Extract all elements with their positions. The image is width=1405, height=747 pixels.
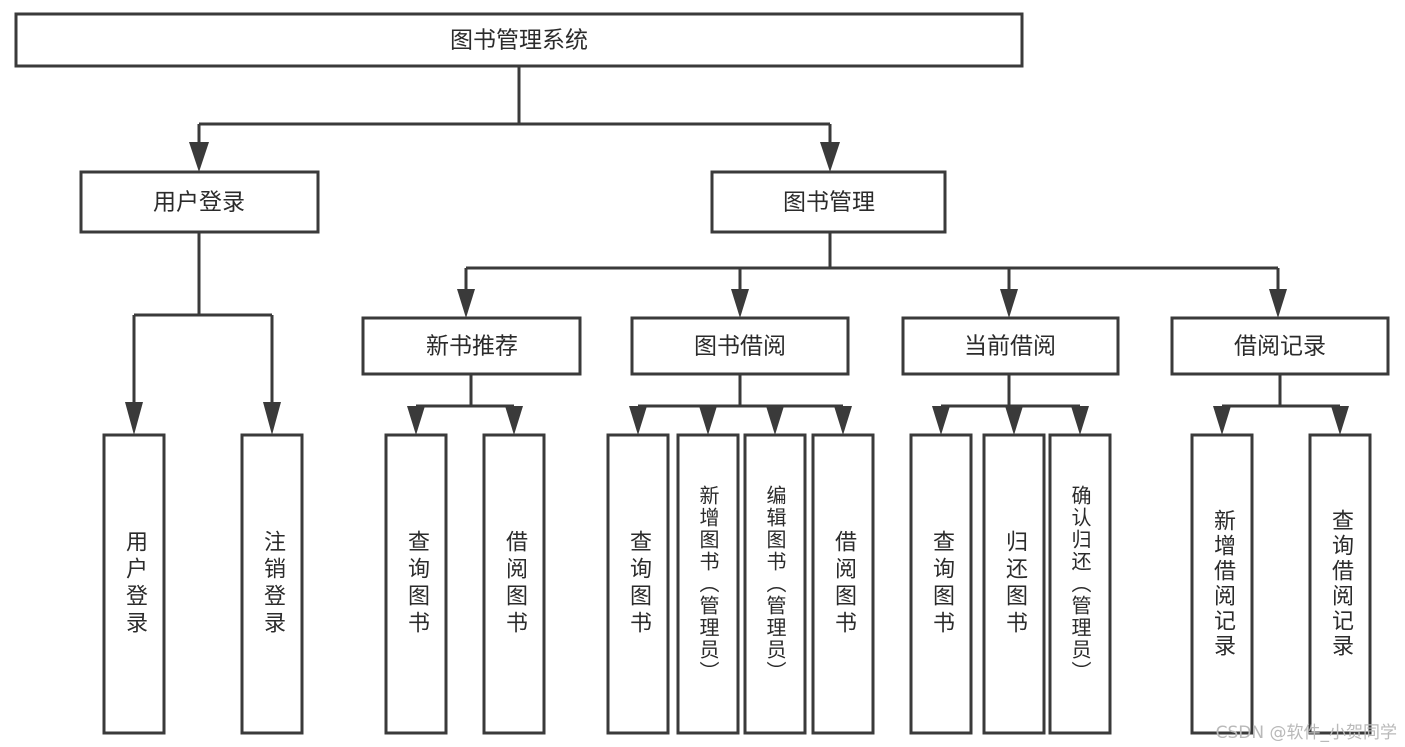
- arrow-head-user-login: [189, 142, 209, 172]
- node-leaf-borrow-book-2[interactable]: [811, 433, 875, 735]
- arrow-head-leaf-query-book-2: [629, 406, 647, 435]
- node-leaf-edit-book-box[interactable]: [743, 433, 807, 735]
- node-leaf-add-record-box[interactable]: [1190, 433, 1254, 735]
- node-new-book-recommend-label: 新书推荐: [426, 334, 518, 360]
- node-leaf-edit-book[interactable]: [743, 433, 807, 735]
- node-book-borrow-label: 图书借阅: [694, 334, 786, 360]
- node-borrow-record-label: 借阅记录: [1234, 334, 1326, 360]
- node-book-management-box[interactable]: [710, 170, 947, 234]
- node-root[interactable]: 图书管理系统: [14, 12, 1024, 68]
- arrow-head-leaf-add-record: [1213, 406, 1231, 435]
- arrow-head-borrow-record: [1269, 289, 1287, 318]
- arrow-head-leaf-confirm-return: [1071, 406, 1089, 435]
- node-book-management-label: 图书管理: [783, 190, 875, 216]
- arrow-head-book-management: [820, 142, 840, 172]
- node-leaf-add-book-box[interactable]: [676, 433, 740, 735]
- node-leaf-query-record[interactable]: [1308, 433, 1372, 735]
- node-leaf-confirm-return[interactable]: [1048, 433, 1112, 735]
- node-leaf-add-record[interactable]: [1190, 433, 1254, 735]
- node-leaf-borrow-book-1-box[interactable]: [482, 433, 546, 735]
- connector-group-user-login: [125, 232, 281, 435]
- node-leaf-query-book-2[interactable]: [606, 433, 670, 735]
- arrow-head-leaf-query-book-1: [407, 406, 425, 435]
- node-borrow-record[interactable]: 借阅记录: [1170, 316, 1390, 376]
- connector-group-book-borrow: [629, 374, 852, 435]
- node-current-borrow-box[interactable]: [901, 316, 1120, 376]
- arrow-head-leaf-borrow-book-1: [505, 406, 523, 435]
- node-leaf-borrow-book-2-box[interactable]: [811, 433, 875, 735]
- node-book-borrow[interactable]: 图书借阅: [630, 316, 850, 376]
- node-user-login-box[interactable]: [79, 170, 320, 234]
- connector-group-book-management: [457, 232, 1287, 318]
- node-leaf-user-login[interactable]: [102, 433, 166, 735]
- node-leaf-user-logout-box[interactable]: [240, 433, 304, 735]
- node-leaf-add-book[interactable]: [676, 433, 740, 735]
- node-current-borrow-label: 当前借阅: [964, 334, 1056, 360]
- node-leaf-borrow-book-1[interactable]: [482, 433, 546, 735]
- node-leaf-query-book-2-box[interactable]: [606, 433, 670, 735]
- node-leaf-user-login-box[interactable]: [102, 433, 166, 735]
- node-book-borrow-box[interactable]: [630, 316, 850, 376]
- arrow-head-leaf-add-book: [699, 406, 717, 435]
- node-leaf-query-book-3[interactable]: [909, 433, 973, 735]
- node-book-management[interactable]: 图书管理: [710, 170, 947, 234]
- node-leaf-return-book-box[interactable]: [982, 433, 1046, 735]
- node-borrow-record-box[interactable]: [1170, 316, 1390, 376]
- connector-group-borrow-record: [1213, 374, 1349, 435]
- node-leaf-query-record-box[interactable]: [1308, 433, 1372, 735]
- connector-group-root: [189, 66, 840, 172]
- node-leaf-return-book[interactable]: [982, 433, 1046, 735]
- node-leaf-query-book-3-box[interactable]: [909, 433, 973, 735]
- arrow-head-leaf-user-logout: [263, 402, 281, 435]
- arrow-head-leaf-edit-book: [766, 406, 784, 435]
- node-root-box[interactable]: [14, 12, 1024, 68]
- node-leaf-confirm-return-box[interactable]: [1048, 433, 1112, 735]
- node-current-borrow[interactable]: 当前借阅: [901, 316, 1120, 376]
- node-user-login[interactable]: 用户登录: [79, 170, 320, 234]
- arrow-head-leaf-user-login: [125, 402, 143, 435]
- arrow-head-book-borrow: [731, 289, 749, 318]
- arrow-head-leaf-query-record: [1331, 406, 1349, 435]
- arrow-head-new-book-recommend: [457, 289, 475, 318]
- node-new-book-recommend-box[interactable]: [361, 316, 582, 376]
- connector-group-new-book-recommend: [407, 374, 523, 435]
- node-user-login-label: 用户登录: [153, 190, 245, 216]
- node-leaf-query-book-1[interactable]: [384, 433, 448, 735]
- node-leaf-user-logout[interactable]: [240, 433, 304, 735]
- node-new-book-recommend[interactable]: 新书推荐: [361, 316, 582, 376]
- node-root-label: 图书管理系统: [450, 28, 588, 54]
- arrow-head-leaf-borrow-book-2: [834, 406, 852, 435]
- arrow-head-current-borrow: [1000, 289, 1018, 318]
- arrow-head-leaf-query-book-3: [932, 406, 950, 435]
- node-leaf-query-book-1-box[interactable]: [384, 433, 448, 735]
- connector-group-current-borrow: [932, 374, 1089, 435]
- arrow-head-leaf-return-book: [1005, 406, 1023, 435]
